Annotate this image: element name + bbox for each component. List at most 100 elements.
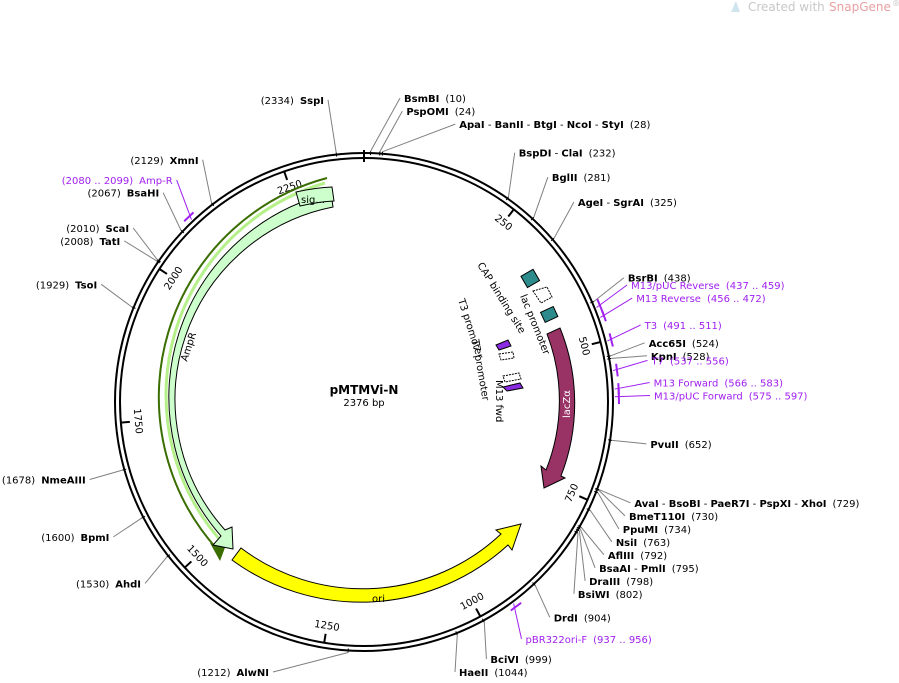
site-281-label-part: (281) [584,173,611,184]
site-1600-leader [113,517,142,538]
site-802-label-part: BsiWI [578,590,610,601]
site-2008-label-part: TatI [99,237,120,248]
ori-label: ori [372,594,385,605]
site-1600-label-part: (1600) [41,533,74,544]
site-730-label-part: (730) [691,512,718,523]
plasmid-name: pMTMVi-N [330,383,399,397]
site-28-label-part: BanII [495,120,524,131]
site-28-label-part: NcoI [567,120,592,131]
site-2129-leader [202,159,212,203]
registered-mark: ® [892,0,899,8]
site-999-label: BciVI(999) [490,655,551,666]
t7-promoter-label: T7 promoter [469,338,491,403]
site-232-label-part: (232) [589,149,616,160]
site-1044-leader [454,634,458,673]
site-tick [576,526,581,530]
site-795-label: BsaAI - PmlI(795) [599,564,699,575]
primer-491-label-part: (491 .. 511) [663,321,722,332]
site-798-leader [578,530,586,581]
site-1929-label-part: TsoI [75,280,97,291]
site-729-label-part: - [791,499,801,510]
tick-label-1750: 1750 [131,408,144,434]
primer-491-label-part: T3 [644,321,657,332]
site-1212-label-part: AlwNI [237,668,270,679]
site-734-leader [597,492,620,530]
primer-537-label: T7(537 .. 556) [651,356,729,367]
site-798-label: DraIII(798) [589,577,653,588]
site-28-label-part: - [485,120,495,131]
cap-binding-site-2-feature [539,305,559,324]
site-tick [550,237,555,242]
site-1678-label-part: NmeAIII [41,475,85,486]
site-tick [530,216,535,221]
site-438-label-part: (438) [664,274,691,285]
site-904-leader [534,585,551,618]
site-232-label-part: BspDI [519,149,552,160]
site-tick [590,300,595,304]
site-28-label-part: - [592,120,602,131]
site-2334-label-part: (2334) [261,96,294,107]
site-652-label-part: PvuII [650,440,678,451]
site-763-leader [589,510,613,543]
primer-491-leader [607,324,641,342]
ampr-feature [168,192,334,550]
site-232-leader [508,152,516,197]
site-802-label: BsiWI(802) [578,590,643,601]
features: sig... AmpR ori lacZα CAP binding site l… [157,177,576,605]
site-729-label: AvaI - BsoBI - PaeR7I - PspXI - XhoI(729… [634,499,859,510]
ampr-outline-arc [157,177,328,550]
primer-537-label-part: (537 .. 556) [670,356,729,367]
tick-label-250: 250 [492,213,514,233]
site-528-leader [611,355,647,359]
site-1530-label-part: AhdI [115,579,141,590]
site-tick [122,468,127,471]
site-325-label-part: AgeI [578,198,603,209]
primer-2080-label-part: Amp-R [139,176,173,187]
primer-437-leader [596,284,628,308]
t7-promoter-outline [502,372,522,383]
cap-binding-site-feature [520,268,541,289]
signal-peptide-label: sig... [301,195,325,206]
primer-575-label: M13/pUC Forward(575 .. 597) [654,392,808,403]
site-2010-label-part: (2010) [66,224,99,235]
site-2067-label: (2067)BsaHI [87,189,159,200]
site-2129-label: (2129) XmnI [130,156,198,167]
site-tick [606,355,611,358]
site-795-leader [579,529,596,569]
primer-566-label-part: (566 .. 583) [724,379,783,390]
site-795-label-part: (795) [672,564,699,575]
ampr-outline-shadow [164,181,326,542]
primer-575-leader [614,395,651,398]
primer-566-leader [614,382,650,390]
site-729-label-part: AvaI [634,499,658,510]
site-528-label-part: KpnI [651,352,677,363]
site-2129-label-part: (2129) [130,156,163,167]
site-1678-leader [89,469,123,480]
site-tick [131,306,136,309]
site-652-leader [612,439,647,445]
site-792-label-part: AflIII [608,551,634,562]
site-24-label-part: PspOMI [406,107,448,118]
site-904-label-part: DrdI [554,613,578,624]
snapgene-brand-text: SnapGene [829,0,891,14]
site-729-label-part: (729) [833,499,860,510]
lacz-alpha-label: lacZα [562,390,573,418]
site-2010-leader [132,227,158,260]
tick-label-500: 500 [576,336,591,357]
site-tick [156,259,161,263]
site-28-label-part: (28) [630,120,651,131]
site-tick [574,530,579,534]
site-524-leader [610,342,645,357]
site-1212-leader [272,652,349,673]
site-438-label: BsrBI(438) [628,274,691,285]
tick-250 [507,208,515,218]
lac-promoter-feature [532,286,553,304]
primer-537-leader [612,359,648,372]
tick-750 [578,495,588,501]
site-2129-label-part: XmnI [170,156,199,167]
site-325-leader [553,201,575,239]
primer-2080-label-part: (2080 .. 2099) [62,176,134,187]
site-729-label-part: - [749,499,759,510]
site-10-leader [370,97,401,152]
primer-bar [615,363,619,377]
